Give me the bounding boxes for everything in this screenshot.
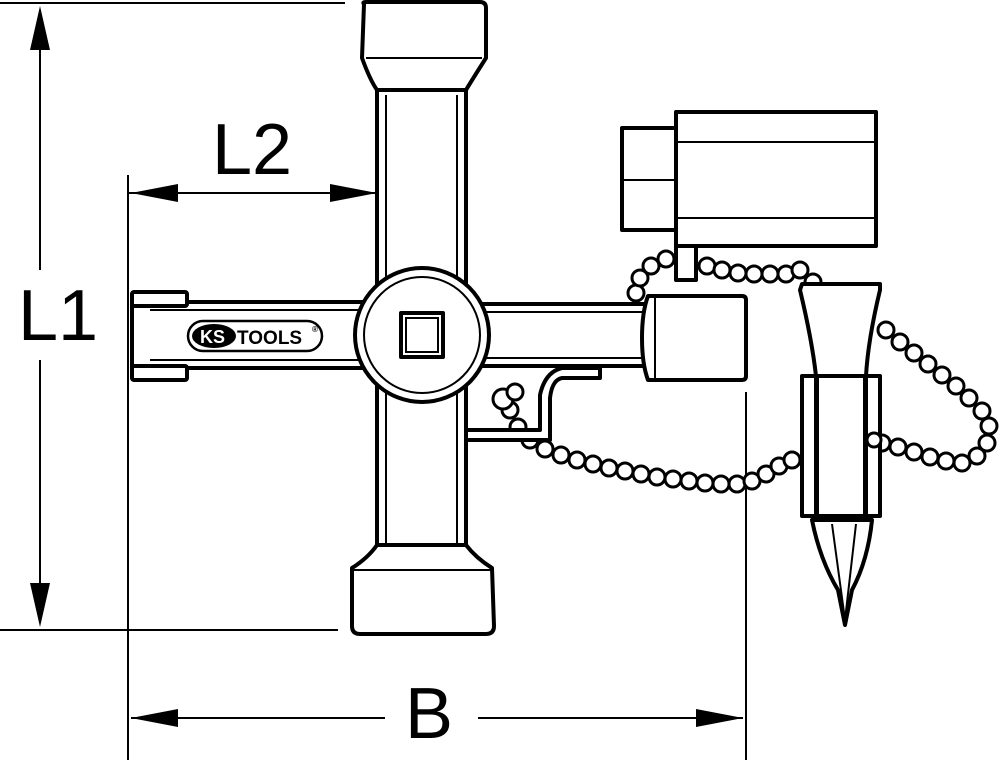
bit-phillips-tip [810, 518, 874, 627]
logo-registered: ® [312, 325, 318, 334]
logo-ks: KS [200, 327, 225, 347]
chain-upper [626, 249, 823, 303]
adapter-body [674, 110, 878, 248]
top-socket [360, 0, 488, 92]
bead-chain [500, 249, 999, 494]
bit-flat-end [798, 282, 882, 378]
bit-shank [814, 374, 868, 518]
chain-right [872, 320, 999, 473]
square-drive [399, 311, 445, 359]
right-arm [464, 302, 657, 368]
dimension-b-label: B [405, 674, 453, 754]
bottom-socket [350, 543, 496, 636]
left-tip-top-flat [130, 290, 189, 308]
logo-tools: TOOLS [237, 328, 302, 349]
ks-tools-logo: KS TOOLS ® [186, 319, 324, 353]
dimension-l1-label: L1 [18, 276, 98, 356]
cross-key [130, 0, 748, 636]
screwdriver-bit [798, 282, 883, 627]
dimension-l1: L1 [0, 2, 345, 631]
bit-hex-edge [800, 374, 818, 518]
right-socket [640, 294, 748, 382]
chain-clip [464, 366, 602, 442]
dimension-l2: L2 [127, 110, 377, 760]
chain-lower [500, 400, 802, 494]
dimension-b: B [131, 392, 747, 760]
dimension-l2-label: L2 [212, 110, 292, 190]
left-tip-bottom-flat [130, 364, 189, 382]
socket-adapter [620, 110, 878, 282]
